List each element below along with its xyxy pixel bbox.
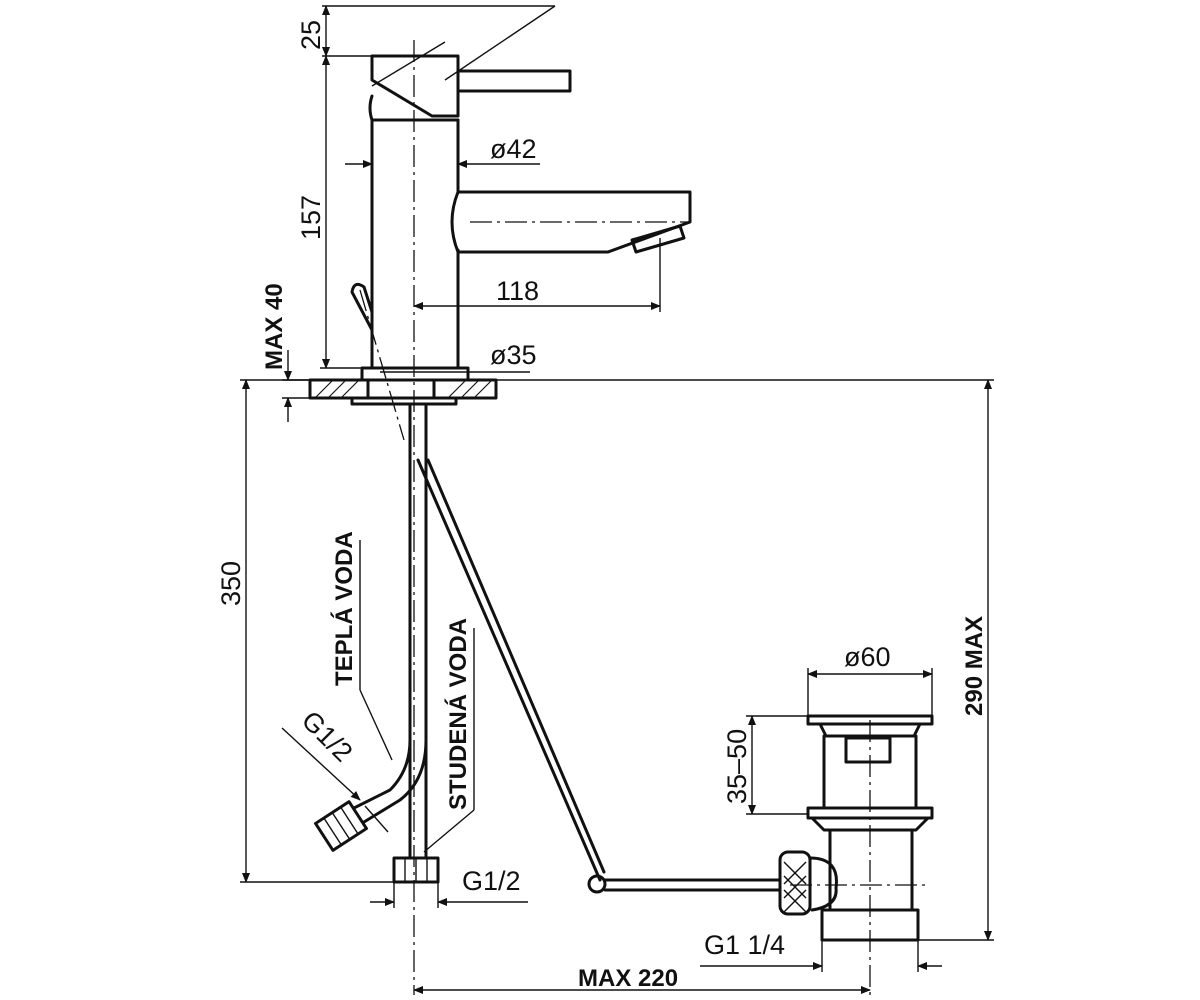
dim-plug-diameter: ø60 (844, 642, 891, 672)
dim-base-diameter: ø35 (490, 340, 537, 370)
pop-up-waste (778, 714, 934, 942)
dim-drain-height: 290 MAX (961, 616, 988, 716)
dim-drain-range: 35–50 (722, 729, 752, 804)
water-labels: TEPLÁ VODA STUDENÁ VODA (330, 531, 472, 810)
dim-waste-thread: G1 1/4 (704, 930, 785, 960)
dim-supply-thread: G1/2 (462, 866, 521, 896)
dimension-lines (240, 5, 994, 994)
dim-spout-reach: 118 (496, 276, 539, 306)
faucet-body (350, 54, 692, 382)
label-hot-water: TEPLÁ VODA (330, 531, 358, 686)
dim-body-height: 157 (296, 195, 326, 240)
label-cold-water: STUDENÁ VODA (444, 618, 472, 810)
dim-max-thickness: MAX 40 (261, 283, 288, 370)
dimension-texts: 25 157 ø42 118 MAX 40 ø35 350 290 MAX ø6… (216, 20, 988, 992)
center-lines (359, 40, 925, 995)
dim-body-diameter: ø42 (490, 134, 537, 164)
counter-section (308, 378, 498, 406)
supply-hoses (314, 402, 782, 894)
dim-hose-thread: G1/2 (296, 705, 359, 768)
dim-max-reach: MAX 220 (578, 965, 678, 992)
dim-hose-length: 350 (216, 561, 246, 606)
dim-lever-height: 25 (296, 20, 326, 50)
